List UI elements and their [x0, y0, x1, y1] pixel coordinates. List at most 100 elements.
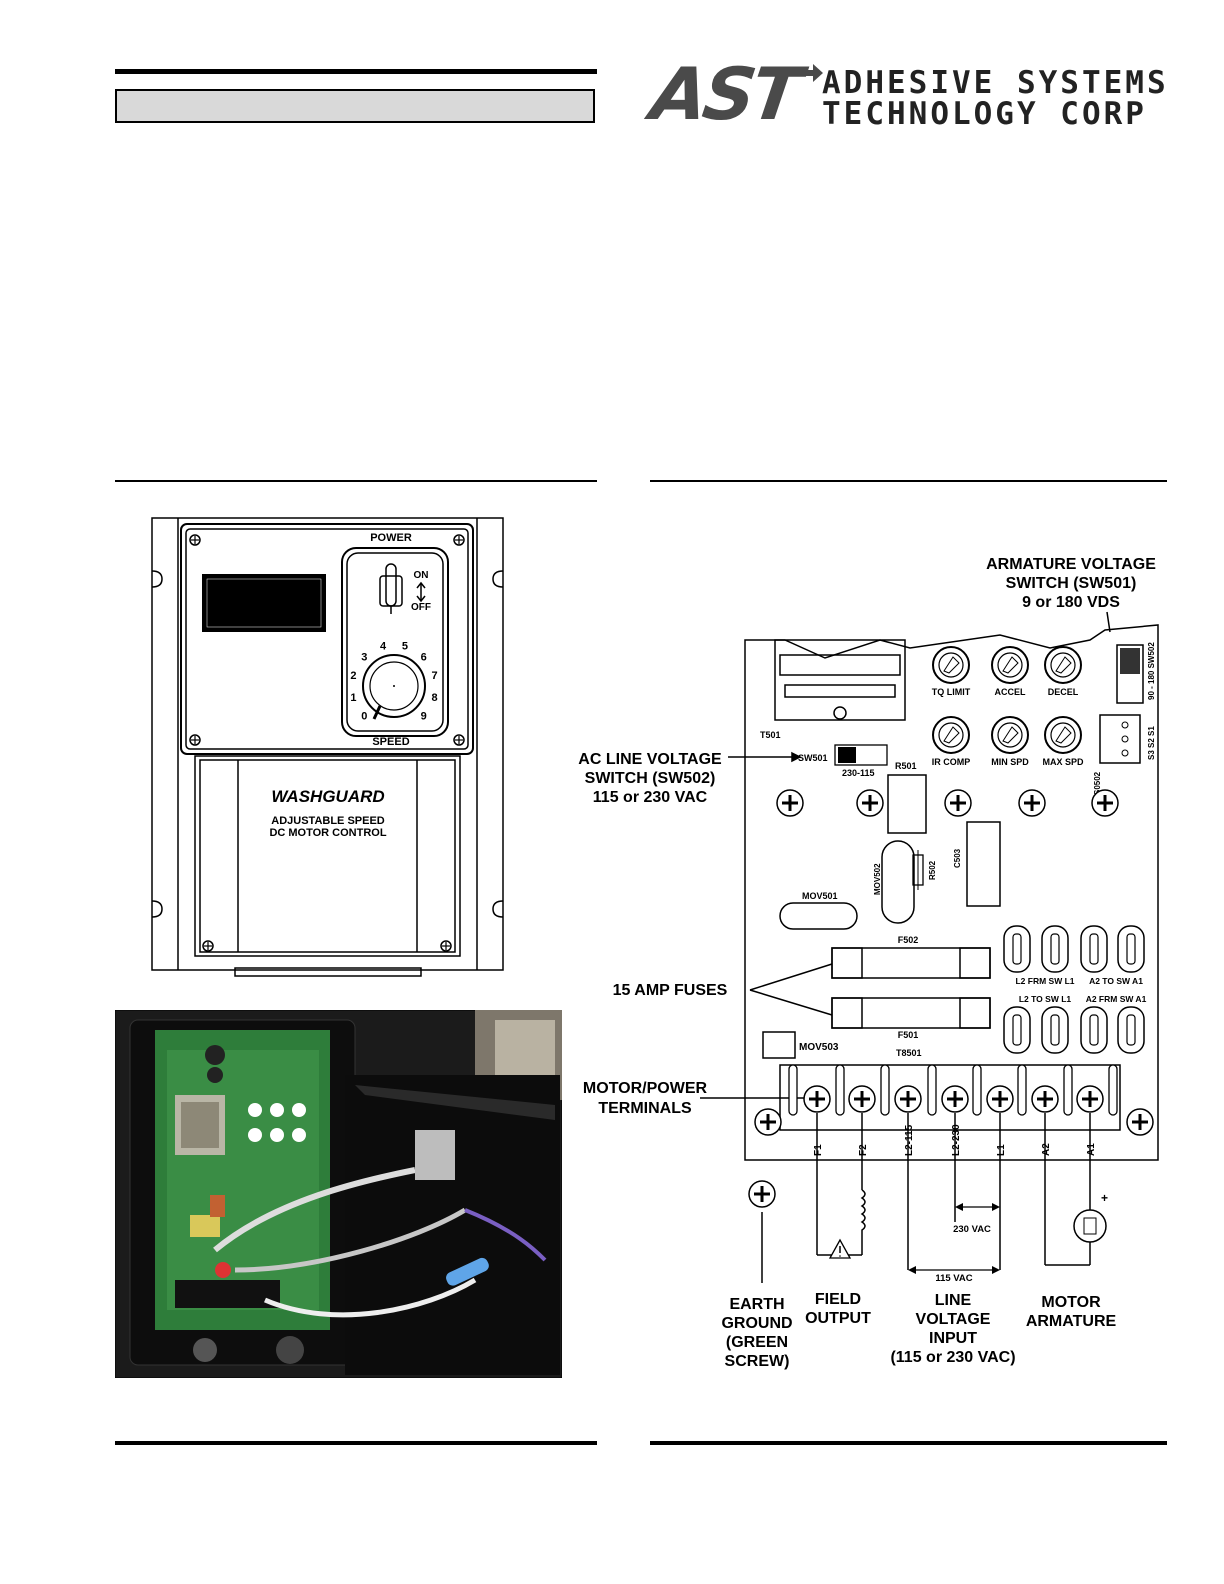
callout-field-1: FIELD: [815, 1291, 861, 1308]
jumper-icon: [1117, 1006, 1145, 1054]
power-toggle-icon: [379, 563, 403, 614]
screw-icon: [856, 789, 884, 817]
corner-screw-left: [754, 1108, 782, 1136]
terminal-screw-icon: [941, 1085, 969, 1113]
potentiometer-group: TQ LIMIT ACCEL DECEL IR COMP MIN SPD MAX SPD: [932, 646, 1084, 767]
mov501-label: MOV501: [802, 891, 838, 901]
dial-number: 2: [350, 670, 356, 682]
footer-rule-right: [650, 1441, 1167, 1445]
dial-number: 7: [432, 670, 438, 682]
jumper-icon: [1041, 925, 1069, 973]
potentiometer: MAX SPD: [1042, 716, 1084, 767]
terminal-label: L1: [996, 1144, 1007, 1156]
callout-ac-switch-3: 115 or 230 VAC: [593, 789, 708, 806]
callout-armature-switch-3: 9 or 180 VDS: [1022, 594, 1120, 611]
mid-rule-right: [650, 480, 1167, 482]
terminal-screw-icon: [986, 1085, 1014, 1113]
jumper-icon: [1080, 1006, 1108, 1054]
speed-dial: [362, 654, 426, 720]
callout-armature-switch-1: ARMATURE VOLTAGE: [986, 556, 1156, 573]
callout-terminals-2: TERMINALS: [598, 1100, 692, 1117]
t501-label: T501: [760, 730, 781, 740]
mov503-label: MOV503: [799, 1042, 839, 1053]
jumper-bottom-1: L2 TO SW L1: [1019, 994, 1072, 1004]
s-terminals-label: S3 S2 S1: [1147, 726, 1156, 760]
callout-armature-switch-2: SWITCH (SW501): [1006, 575, 1137, 592]
mid-rule-left: [115, 480, 597, 482]
potentiometer: ACCEL: [991, 646, 1029, 697]
pot-label: IR COMP: [932, 757, 971, 767]
dial-number: 8: [432, 692, 438, 704]
potentiometer: MIN SPD: [991, 716, 1029, 767]
v115-label: 115 VAC: [935, 1273, 972, 1284]
header-rule-left: [115, 69, 597, 74]
terminal-screw-icon: [803, 1085, 831, 1113]
sw502-label: 90 - 180 SW502: [1147, 642, 1156, 700]
dial-number: 5: [402, 640, 408, 652]
screw-icon: [776, 789, 804, 817]
on-label: ON: [414, 570, 429, 581]
terminal-screw-icon: [848, 1085, 876, 1113]
jumper-bottom-2: A2 FRM SW A1: [1086, 994, 1147, 1004]
terminal-screw-icon: [1031, 1085, 1059, 1113]
jumper-icon: [1117, 925, 1145, 973]
callout-ac-switch-1: AC LINE VOLTAGE: [578, 751, 722, 768]
r502-label: R502: [928, 860, 937, 880]
motor-icon: [1073, 1209, 1107, 1243]
pot-label: DECEL: [1048, 687, 1079, 697]
logo-mark: AST: [646, 52, 803, 136]
callout-line-4: (115 or 230 VAC): [890, 1349, 1015, 1366]
callout-earth-4: SCREW): [725, 1353, 790, 1370]
dial-number: 3: [361, 651, 367, 663]
terminal-label: L2-115: [904, 1124, 915, 1156]
updown-arrow-icon: [416, 581, 426, 603]
jumper-top-1: L2 FRM SW L1: [1015, 976, 1074, 986]
mov502-label: MOV502: [873, 863, 882, 895]
sw501-setting: 230-115: [842, 768, 875, 778]
control-board-photo: [115, 1010, 562, 1378]
callout-line-2: VOLTAGE: [916, 1311, 991, 1328]
callout-earth-3: (GREEN: [726, 1334, 788, 1351]
t8501-label: T8501: [896, 1048, 922, 1058]
sw501-label: SW501: [798, 753, 828, 763]
logo-arrow-icon: [797, 64, 823, 82]
terminal-label: F1: [813, 1144, 824, 1156]
dial-number: 9: [421, 711, 427, 723]
power-label: POWER: [370, 532, 412, 544]
potentiometer: DECEL: [1044, 646, 1082, 697]
jumper-group: [1003, 925, 1145, 1054]
warning-icon: [828, 1238, 852, 1259]
callout-motor-1: MOTOR: [1041, 1294, 1101, 1311]
subtitle-line1: ADJUSTABLE SPEED: [271, 815, 385, 827]
jumper-icon: [1003, 1006, 1031, 1054]
logo-line2: TECHNOLOGY CORP: [822, 96, 1147, 132]
callout-motor-2: ARMATURE: [1026, 1313, 1117, 1330]
dial-number: 1: [350, 692, 356, 704]
dial-number: 0: [361, 711, 367, 723]
off-label: OFF: [411, 602, 431, 613]
callout-line-1: LINE: [935, 1292, 972, 1309]
callout-fuses: 15 AMP FUSES: [613, 982, 728, 999]
callout-ac-switch-2: SWITCH (SW502): [585, 770, 716, 787]
r501-label: R501: [895, 761, 917, 771]
screw-icon: [1018, 789, 1046, 817]
f502-label: F502: [898, 935, 919, 945]
callout-terminals-1: MOTOR/POWER: [583, 1080, 708, 1097]
callout-line-3: INPUT: [929, 1330, 977, 1347]
terminal-label: F2: [858, 1144, 869, 1156]
jumper-top-2: A2 TO SW A1: [1089, 976, 1143, 986]
potentiometer: TQ LIMIT: [932, 646, 971, 697]
jumper-icon: [1003, 925, 1031, 973]
corner-screw-right: [1126, 1108, 1154, 1136]
footer-rule-left: [115, 1441, 597, 1445]
jumper-icon: [1080, 925, 1108, 973]
pot-label: MAX SPD: [1042, 757, 1084, 767]
callout-field-2: OUTPUT: [805, 1310, 871, 1327]
so502-label: S0502: [1093, 771, 1102, 795]
subtitle-line2: DC MOTOR CONTROL: [269, 827, 386, 839]
board-screw-group: [776, 789, 1119, 817]
terminal-label: A1: [1086, 1143, 1097, 1156]
pot-label: TQ LIMIT: [932, 687, 971, 697]
